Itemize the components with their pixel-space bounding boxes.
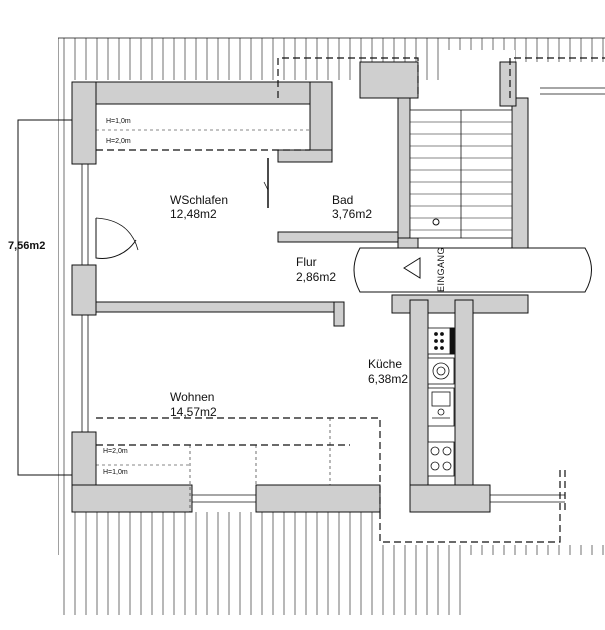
side-area-label: 7,56m2 (8, 240, 45, 252)
entrance-arrow-icon (403, 218, 440, 279)
roof-hatching-bottom (63, 555, 461, 615)
walls (71, 61, 529, 513)
stair-steps (410, 121, 512, 231)
cooktop-icon (427, 441, 455, 477)
entrance-label: EINGANG (436, 247, 446, 292)
room-name-kueche: Küche (368, 357, 402, 371)
room-name-wohnen: Wohnen (170, 390, 214, 404)
height-label-bottom-1: H=1,0m (103, 469, 128, 476)
room-area-bad: 3,76m2 (332, 207, 372, 221)
room-name-schlafen: WSchlafen (170, 193, 228, 207)
room-name-flur: Flur (296, 255, 317, 269)
door-swing-icon (95, 217, 139, 259)
height-label-bottom-2: H=2,0m (103, 448, 128, 455)
stove-icon (427, 327, 455, 355)
bad-door (263, 158, 269, 208)
washer-icon (427, 357, 455, 385)
room-area-kueche: 6,38m2 (368, 372, 408, 386)
height-label-top-2: H=2,0m (106, 138, 131, 145)
sink-icon (427, 387, 455, 427)
room-area-flur: 2,86m2 (296, 270, 336, 284)
dashed-lines (96, 57, 605, 543)
room-area-wohnen: 14,57m2 (170, 405, 217, 419)
room-name-bad: Bad (332, 193, 353, 207)
staircase (409, 109, 513, 239)
entrance-landing (353, 247, 592, 293)
side-dimension (17, 119, 72, 476)
thin-dashed-lines (96, 129, 331, 512)
room-area-schlafen: 12,48m2 (170, 207, 217, 221)
windows (81, 87, 605, 503)
height-label-top-1: H=1,0m (106, 118, 131, 125)
